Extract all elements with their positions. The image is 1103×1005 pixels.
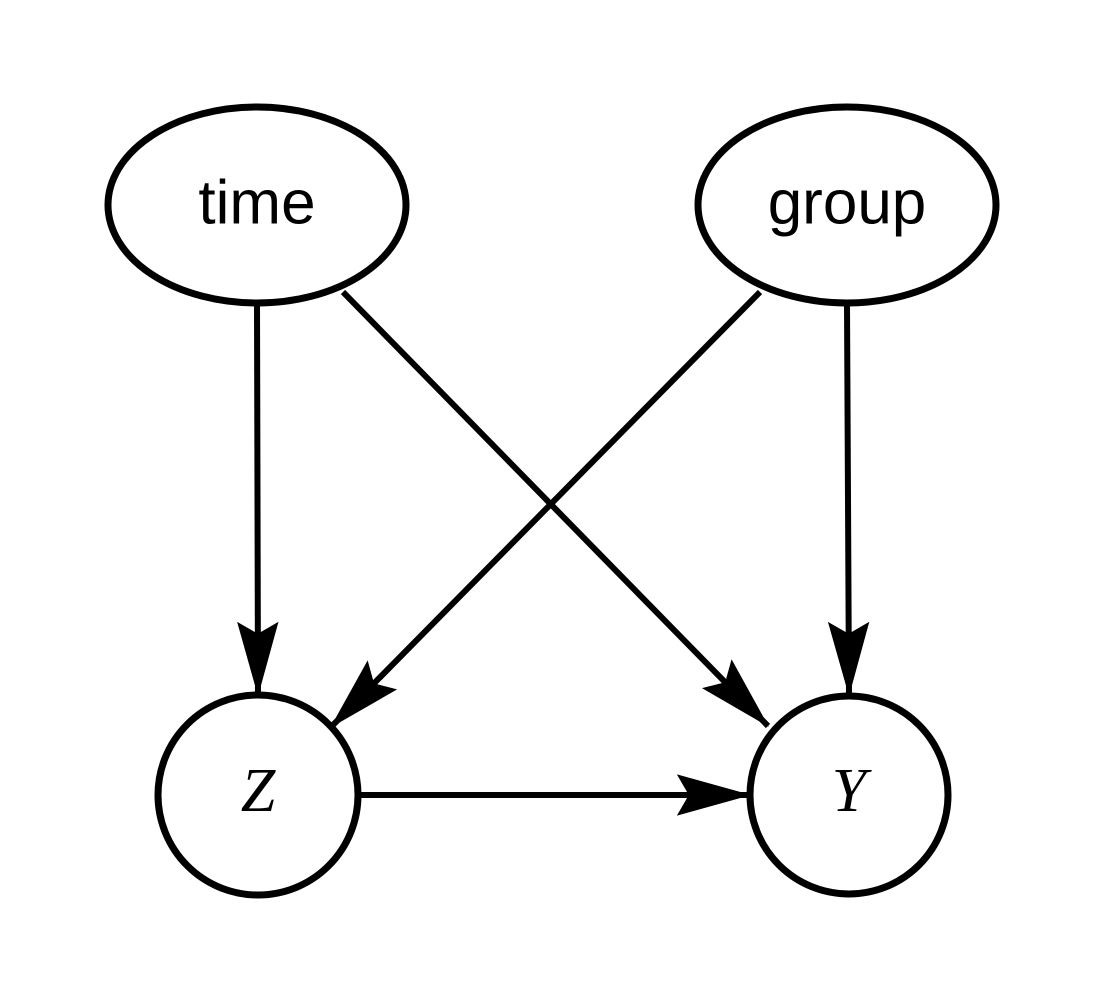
node-Z[interactable]: Z bbox=[154, 691, 362, 899]
node-Y-label: Y bbox=[832, 757, 872, 825]
edge-time-to-Y-line bbox=[340, 289, 771, 729]
node-layer: time group Z Y bbox=[104, 103, 1000, 899]
node-Z-circle[interactable] bbox=[154, 691, 362, 899]
edge-layer bbox=[237, 289, 870, 816]
node-time-label: time bbox=[198, 168, 315, 237]
edge-group-to-Y bbox=[827, 304, 870, 697]
edge-time-to-Z bbox=[237, 304, 279, 697]
node-time-ellipse[interactable] bbox=[104, 103, 410, 307]
edge-group-to-Z bbox=[328, 289, 763, 730]
edge-time-to-Z-line bbox=[237, 304, 279, 697]
node-Y[interactable]: Y bbox=[746, 692, 952, 898]
node-time[interactable]: time bbox=[104, 103, 410, 307]
node-group[interactable]: group bbox=[694, 103, 1000, 307]
edge-group-to-Y-line bbox=[827, 304, 870, 697]
node-Y-circle[interactable] bbox=[746, 692, 952, 898]
edge-time-to-Y bbox=[340, 289, 771, 729]
node-group-label: group bbox=[768, 168, 927, 237]
node-group-ellipse[interactable] bbox=[694, 103, 1000, 307]
node-Z-label: Z bbox=[241, 757, 276, 825]
edge-group-to-Z-line bbox=[328, 289, 763, 730]
